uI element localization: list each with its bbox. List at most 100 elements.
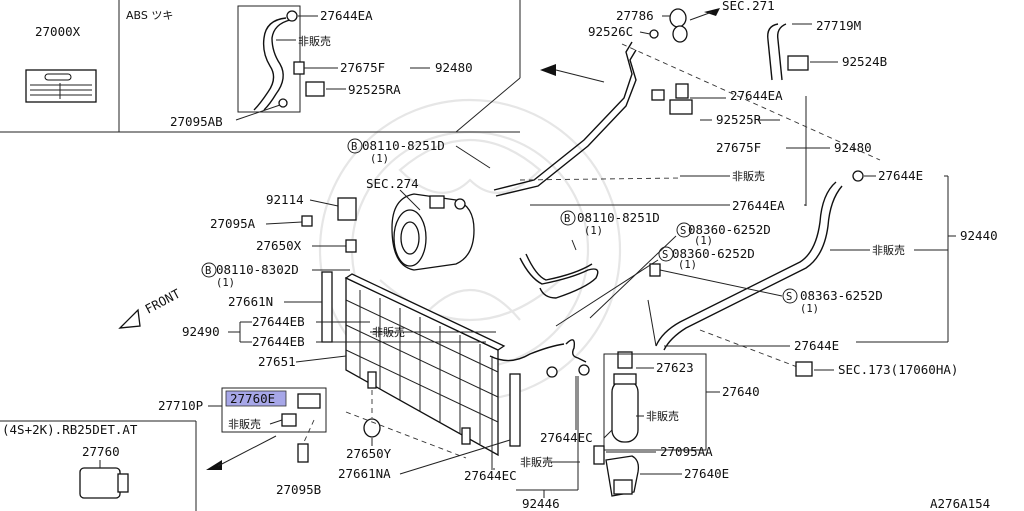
callout-not-for-sale-3: 非販売 (872, 244, 905, 257)
svg-text:S: S (680, 225, 686, 237)
receiver-drier-27640 (611, 351, 639, 443)
abs-inset-box (237, 5, 301, 113)
abs-inset-pipe (253, 10, 325, 111)
callout-27095AA: 27095AA (660, 444, 713, 459)
callout-not-for-sale-1: 非販売 (298, 35, 331, 48)
callout-sec173: SEC.173(17060HA) (838, 362, 958, 377)
bracket-92114 (337, 197, 357, 221)
diagram-id: A276A154 (930, 496, 990, 511)
bolt-symbol-b-1 (347, 138, 363, 154)
callout-not-for-sale-4: 非販売 (372, 326, 405, 339)
callout-27623: 27623 (656, 360, 694, 375)
callout-27640: 27640 (722, 384, 760, 399)
compressor (391, 193, 475, 271)
callout-s08363-6252D: 08363-6252D (800, 288, 883, 303)
callout-27650X: 27650X (256, 238, 302, 253)
callout-27644EC-a: 27644EC (540, 430, 593, 445)
seal-27661NA (509, 373, 521, 447)
callout-27644EA-mid: 27644EA (730, 88, 783, 103)
variant-label: (4S+2K).RB25DET.AT (2, 422, 138, 437)
callout-27644EA-low: 27644EA (732, 198, 785, 213)
screw-symbol-s-2 (658, 246, 674, 262)
svg-text:B: B (564, 213, 570, 225)
callout-not-for-sale-2: 非販売 (732, 170, 765, 183)
callout-sec274: SEC.274 (366, 176, 419, 191)
callout-sec271: SEC.271 (722, 0, 775, 13)
bracket-inset-box (221, 387, 327, 433)
hose-fittings-upper (649, 8, 809, 81)
callout-b08110-8251D-mid: 08110-8251D (577, 210, 660, 225)
condenser-27651 (344, 273, 506, 457)
clamp-92525R (651, 83, 693, 115)
arrow-direction-upper (540, 64, 556, 76)
bolt-symbol-b-3 (201, 262, 217, 278)
callout-92525R: 92525R (716, 112, 762, 127)
callout-27644EB-b: 27644EB (252, 334, 305, 349)
pipe-92446 (489, 253, 599, 378)
callout-not-for-sale-5: 非販売 (228, 418, 261, 431)
screw-symbol-s-3 (782, 288, 798, 304)
bracket-27640E (605, 455, 640, 497)
part-27000X: 27000X (35, 24, 81, 39)
callout-front: FRONT (142, 286, 183, 317)
bolt-27095AA (593, 445, 605, 465)
frame-top-left (0, 0, 521, 133)
callout-27644E-top: 27644E (878, 168, 923, 183)
callout-92114: 92114 (266, 192, 304, 207)
callout-27095A: 27095A (210, 216, 256, 231)
bracket-27710P (281, 393, 321, 427)
bolt-27095B (297, 443, 309, 463)
callout-not-for-sale-7: 非販売 (646, 410, 679, 423)
screw-symbol-s-1 (676, 222, 692, 238)
callout-27644EA-top: 27644EA (320, 8, 373, 23)
callout-27760E: 27760E (230, 391, 275, 406)
highlight-27760E (225, 390, 287, 407)
callout-92440: 92440 (960, 228, 998, 243)
callout-b08110-8251D-top: 08110-8251D (362, 138, 445, 153)
qty-1e: (1) (216, 277, 235, 289)
qty-1b: (1) (584, 225, 603, 237)
bolt-symbol-b-2 (560, 210, 576, 226)
rubber-27650X (345, 239, 357, 253)
svg-text:B: B (351, 141, 357, 153)
hose-92480 (493, 41, 633, 191)
callout-92524B: 92524B (842, 54, 887, 69)
callout-s08360-6252D-b: 08360-6252D (672, 246, 755, 261)
callout-27786: 27786 (616, 8, 654, 23)
callout-27719M: 27719M (816, 18, 861, 33)
callout-92446: 92446 (522, 496, 560, 511)
callout-b08110-8302D: 08110-8302D (216, 262, 299, 277)
callout-27644E-low: 27644E (794, 338, 839, 353)
callout-s08360-6252D-a: 08360-6252D (688, 222, 771, 237)
sensor-27760 (79, 460, 129, 499)
callout-27675F-top: 27675F (340, 60, 385, 75)
callout-27675F-mid: 27675F (716, 140, 761, 155)
callout-27661N: 27661N (228, 294, 273, 309)
callout-27095B: 27095B (276, 482, 321, 497)
callout-92526C: 92526C (588, 24, 633, 39)
callout-92525RA: 92525RA (348, 82, 401, 97)
callout-27760: 27760 (82, 444, 120, 459)
callout-27644EB-a: 27644EB (252, 314, 305, 329)
hose-92440 (655, 181, 837, 347)
callout-27650Y: 27650Y (346, 446, 392, 461)
svg-text:B: B (205, 265, 211, 277)
qty-1f: (1) (800, 303, 819, 315)
qty-1d: (1) (678, 259, 697, 271)
svg-text:S: S (662, 249, 668, 261)
callout-27640E: 27640E (684, 466, 729, 481)
rubber-27650Y (363, 418, 381, 438)
callout-27651: 27651 (258, 354, 296, 369)
callout-27644EC-b: 27644EC (464, 468, 517, 483)
arrow-direction-lower (206, 460, 222, 470)
callout-27661NA: 27661NA (338, 466, 391, 481)
svg-text:S: S (786, 291, 792, 303)
abs-variant-label: ABS ツキ (126, 9, 173, 22)
qty-1c: (1) (694, 235, 713, 247)
callout-27095AB: 27095AB (170, 114, 223, 129)
seal-27661N (321, 271, 333, 343)
label-plate (25, 69, 97, 103)
callout-not-for-sale-6: 非販売 (520, 456, 553, 469)
drier-inset-box (603, 353, 707, 451)
